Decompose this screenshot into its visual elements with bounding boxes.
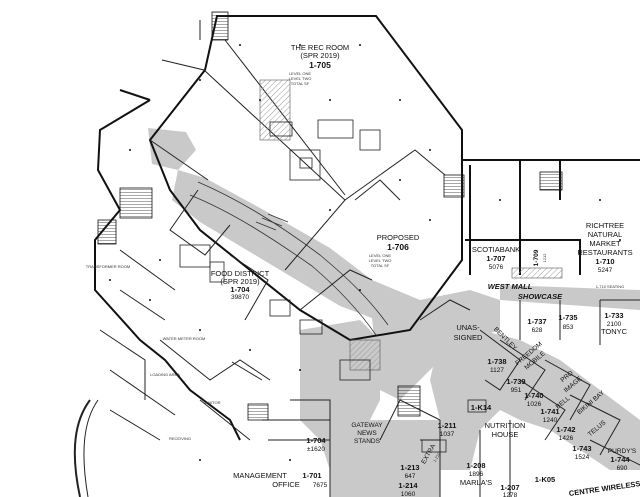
unit-1740-area: 1026 (527, 401, 542, 408)
water-meter-room: WATER METER ROOM (163, 336, 206, 341)
scotiabank-unit: 1-707 (486, 254, 505, 263)
management-area: 7675 (313, 482, 328, 489)
proposed-level-two: LEVEL TWO (369, 258, 392, 263)
food-district-area: 39870 (231, 294, 249, 301)
richtree-line1: RICHTREE (586, 221, 624, 230)
richtree-unit: 1-710 (595, 257, 614, 266)
rec-room-unit: 1-705 (309, 60, 331, 70)
unit-1742-area: 1426 (559, 435, 574, 442)
unit-1737: 1-737 (527, 317, 546, 326)
gateway-line2: NEWS (357, 430, 377, 437)
unit-1735: 1-735 (558, 313, 577, 322)
rec-room-level-one: LEVEL ONE (289, 71, 311, 76)
interior-walls (73, 20, 640, 497)
management-unit: 1-701 (302, 471, 321, 480)
west-mall-line1: WEST MALL (488, 282, 533, 291)
unit-1214: 1-214 (398, 481, 418, 490)
unit-1743: 1-743 (572, 444, 591, 453)
proposed-unit: 1-706 (387, 242, 409, 252)
hatched-zones (259, 79, 563, 371)
food-district-note: (SPR 2019) (220, 277, 260, 286)
receiving-room: RECEIVING (169, 436, 191, 441)
seating-label: 1-710 SEATING (596, 284, 625, 289)
rec-room-title: THE REC ROOM (291, 43, 349, 52)
stairs (97, 11, 563, 421)
walkway-curve (189, 181, 389, 336)
unit-1211: 1-211 (438, 421, 457, 430)
proposed-title: PROPOSED (377, 233, 420, 242)
gateway-line1: GATEWAY (351, 422, 383, 429)
unit-1704b-area: ±1620 (307, 446, 325, 453)
unit-1741: 1-741 (540, 407, 559, 416)
richtree-line2: NATURAL (588, 230, 622, 239)
food-district-unit: 1-704 (230, 285, 250, 294)
purdys-name: PURDY'S (608, 448, 637, 455)
unit-1744-area: 690 (617, 465, 628, 472)
proposed-level-one: LEVEL ONE (369, 253, 391, 258)
unit-1742: 1-742 (556, 425, 575, 434)
unit-1738-area: 1127 (490, 367, 504, 374)
unit-1735-area: 853 (563, 324, 574, 331)
unit-1739-area: 951 (511, 387, 522, 394)
unit-1704b: 1-704 (306, 436, 326, 445)
marlas-name: MARLA'S (460, 478, 492, 487)
extra-unit: 1-210 (432, 451, 442, 463)
unit-1207-area: 1278 (503, 492, 518, 497)
unit-1208-area: 1896 (469, 471, 484, 478)
unassigned-line1: UNAS- (456, 323, 480, 332)
unit-1709: 1-709 (533, 249, 540, 266)
rec-room-level-two: LEVEL TWO (289, 76, 312, 81)
richtree-line4: RESTAURANTS (577, 248, 632, 257)
unit-1709-area: 1212 (542, 253, 547, 263)
loading-area: LOADING AREA (150, 372, 180, 377)
unit-1743-area: 1524 (575, 454, 590, 461)
food-district-title: FOOD DISTRICT (211, 269, 270, 278)
richtree-area: 5247 (598, 267, 613, 274)
unit-1737-area: 628 (532, 327, 543, 334)
management-name2: OFFICE (272, 480, 300, 489)
tonyc-name: TONYC (601, 327, 628, 336)
transformer-room: TRANSFORMER ROOM (86, 264, 130, 269)
columns (109, 44, 621, 461)
tonyc-unit: 1-733 (604, 311, 623, 320)
management-name: MANAGEMENT (233, 471, 287, 480)
unit-1208: 1-208 (466, 461, 485, 470)
unit-1207: 1-207 (500, 483, 519, 492)
scotiabank-name: SCOTIABANK (472, 245, 520, 254)
gateway-line3: STANDS (354, 438, 381, 445)
unit-1740: 1-740 (524, 391, 543, 400)
unit-1744: 1-744 (610, 455, 630, 464)
west-mall-line2: SHOWCASE (518, 292, 563, 301)
tonyc-area: 2100 (607, 321, 622, 328)
nutrition-house-line2: HOUSE (492, 430, 519, 439)
centre-wireless-name: CENTRE WIRELESS (568, 479, 640, 497)
unit-1211-area: 1037 (440, 431, 455, 438)
scotiabank-area: 5076 (489, 264, 504, 271)
richtree-line3: MARKET (589, 239, 621, 248)
unit-1213-area: 647 (405, 473, 416, 480)
unassigned-line2: SIGNED (454, 333, 483, 342)
nutrition-house-line1: NUTRITION (485, 421, 526, 430)
janitor-room: JANITOR (203, 400, 220, 405)
unit-1214-area: 1060 (401, 491, 416, 497)
rec-room-total: TOTAL SF (291, 81, 310, 86)
kiosk-1k14: 1-K14 (471, 403, 492, 412)
unit-1741-area: 1240 (543, 417, 558, 424)
building-walls (94, 15, 640, 441)
fixtures (179, 119, 487, 453)
unit-1739: 1-739 (506, 377, 525, 386)
proposed-total: TOTAL SF (371, 263, 390, 268)
rec-room-note: (SPR 2019) (300, 51, 340, 60)
unit-1738: 1-738 (487, 357, 506, 366)
unit-1213: 1-213 (400, 463, 419, 472)
kiosk-1k05: 1-K05 (535, 475, 555, 484)
